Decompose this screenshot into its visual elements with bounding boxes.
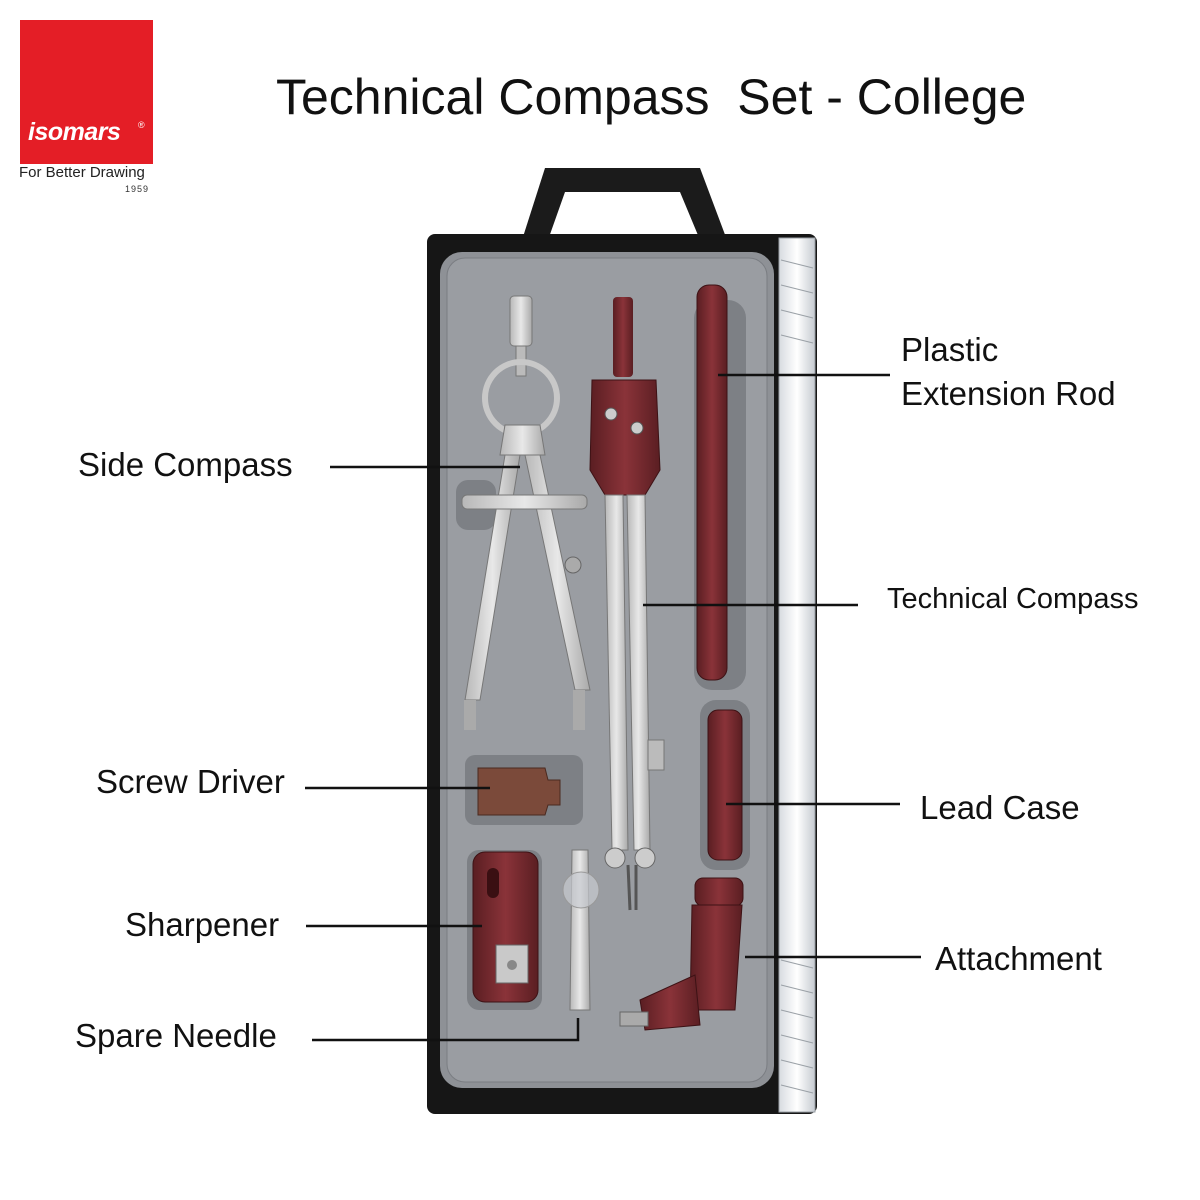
page-title: Technical Compass Set - College [276,69,1027,125]
label-plastic-extension-rod-line1: Plastic [901,331,999,368]
label-spare-needle: Spare Needle [75,1017,277,1054]
case-hanger [522,168,727,240]
technical-compass [589,297,665,911]
lead-case [707,709,743,861]
brand-year: 1959 [125,184,150,194]
leader-lines [305,373,921,1042]
label-plastic-extension-rod-line2: Extension Rod [901,375,1116,412]
label-side-compass: Side Compass [78,446,293,483]
label-technical-compass: Technical Compass [887,583,1139,615]
plastic-extension-rod [696,284,728,681]
sharpener [472,851,539,1003]
label-screw-driver: Screw Driver [96,763,285,800]
spare-needle [562,849,600,1011]
brand-name: isomars [28,118,121,146]
label-lead-case: Lead Case [920,789,1080,826]
label-attachment: Attachment [935,940,1102,977]
side-compass [461,295,591,730]
label-sharpener: Sharpener [125,906,280,943]
brand-logo [20,20,153,164]
brand-tagline: For Better Drawing [19,164,145,181]
registered-mark: ® [138,120,145,130]
screw-driver [477,767,561,816]
attachment [619,877,744,1031]
leader-spare-needle [312,1018,580,1042]
